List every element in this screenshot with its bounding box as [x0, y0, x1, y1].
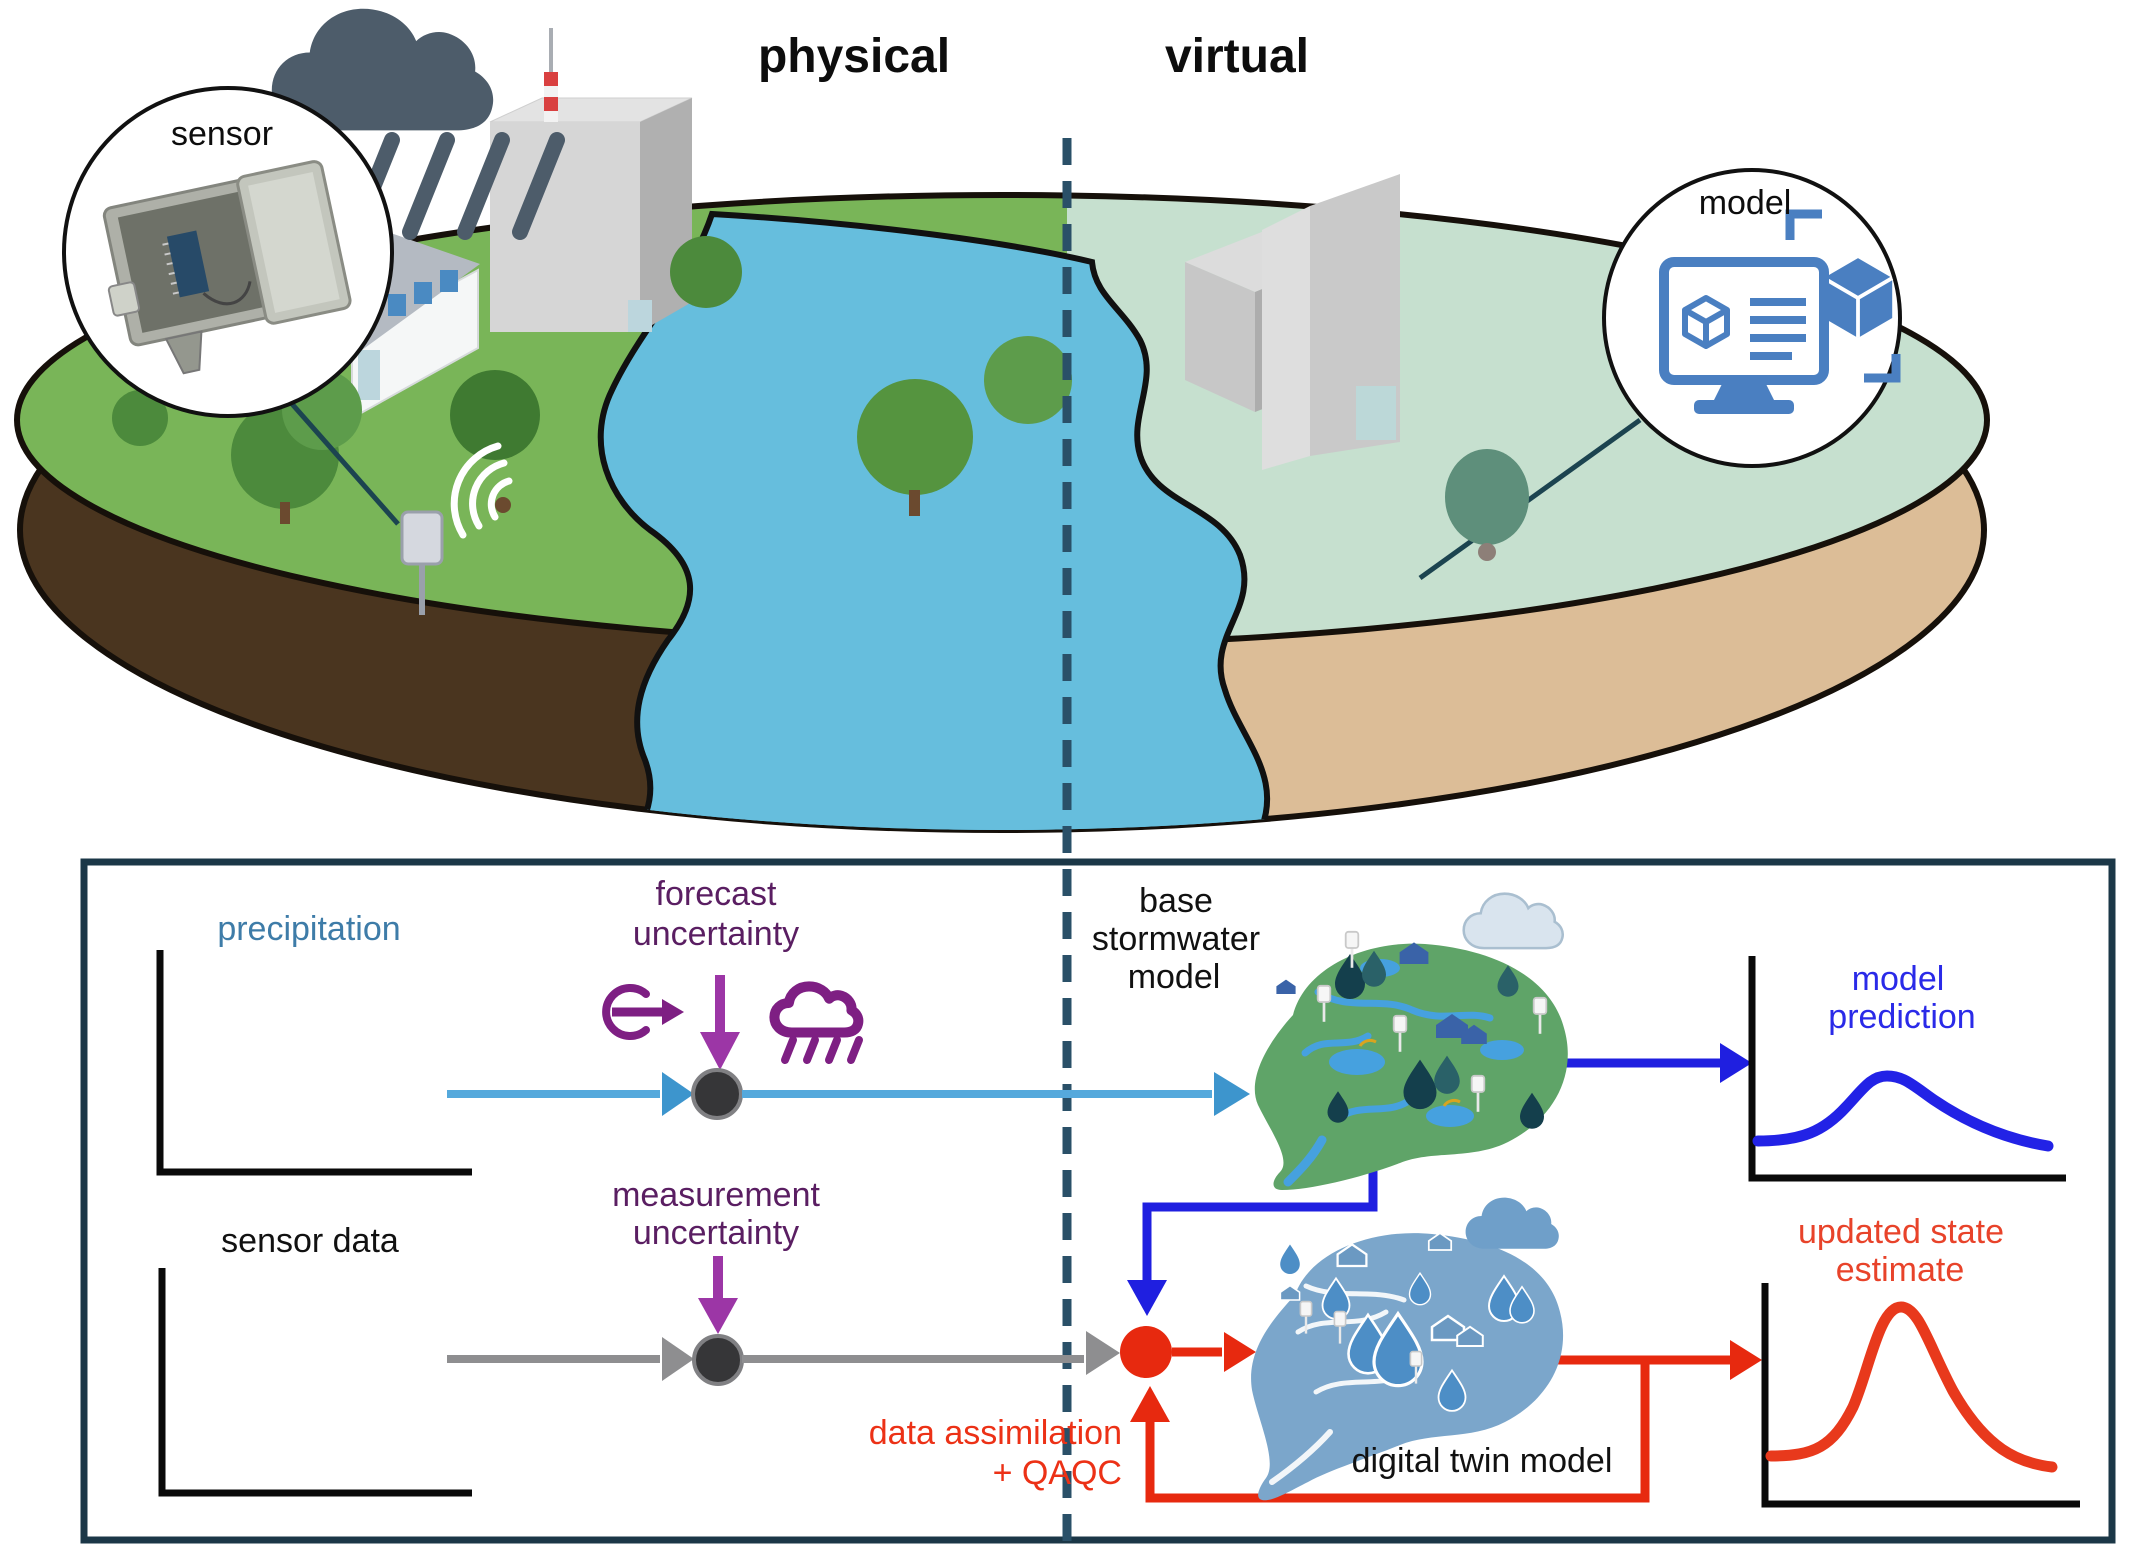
updated-state-curve: [1765, 1301, 2058, 1473]
sensor-flow: [447, 1331, 1120, 1386]
measurement-junction-node: [692, 1334, 744, 1386]
city-building: [489, 28, 693, 332]
trees-physical: [112, 236, 1072, 524]
forecast-uncertainty-label-2: uncertainty: [633, 915, 799, 953]
rain-cloud-icon: [774, 986, 859, 1064]
updated-state-label-2: estimate: [1836, 1251, 1965, 1289]
base-stormwater-model: base stormwater model: [1092, 882, 1752, 1316]
measurement-uncertainty-label-2: uncertainty: [633, 1214, 799, 1252]
data-assimilation-label-2: + QAQC: [993, 1454, 1122, 1492]
data-assimilation-label-1: data assimilation: [869, 1414, 1122, 1452]
model-prediction-curve: [1752, 1070, 2054, 1152]
digital-twin-label: digital twin model: [1352, 1442, 1613, 1480]
forecast-flow-arrowhead-2: [1214, 1072, 1250, 1116]
model-callout: model: [1602, 168, 1902, 468]
updated-state-plot: updated state estimate: [1761, 1213, 2080, 1508]
title-virtual: virtual: [1165, 30, 1309, 83]
model-output-arrowhead: [1720, 1043, 1752, 1083]
digital-twin-model: digital twin model: [1130, 1197, 1762, 1503]
feedback-loop-line: [1145, 1360, 1650, 1503]
forecast-flow-arrowhead-1: [662, 1072, 694, 1116]
model-3d-icon: [1659, 209, 1901, 414]
workflow-panel: [80, 858, 2116, 1544]
forecast-uncertainty-label-1: forecast: [656, 875, 777, 913]
base-model-label-3: model: [1128, 958, 1221, 996]
blue-watershed-illustration: [1251, 1197, 1564, 1501]
updated-state-label-1: updated state: [1798, 1213, 2004, 1251]
forecast-uncertainty: forecast uncertainty: [602, 875, 859, 1070]
field-sensor-station: [238, 343, 513, 615]
uncertainty-down-arrow: [700, 975, 740, 1070]
model-prediction-plot: model prediction: [1748, 956, 2066, 1182]
assimilation-to-twin-arrowhead: [1224, 1332, 1256, 1372]
data-assimilation: data assimilation + QAQC: [869, 1326, 1256, 1492]
model-to-assimilation-arrowhead: [1127, 1280, 1167, 1316]
model-prediction-label-2: prediction: [1828, 998, 1975, 1036]
feedback-arrowhead: [1130, 1386, 1170, 1422]
sensor-data-label: sensor data: [221, 1222, 399, 1260]
sensor-photo: [102, 160, 352, 375]
forecast-junction-node: [691, 1068, 743, 1120]
title-physical: physical: [758, 30, 950, 83]
antenna-tower: [544, 28, 558, 122]
twin-output-arrowhead: [1730, 1340, 1762, 1380]
assimilation-node: [1120, 1326, 1172, 1378]
measurement-uncertainty: measurement uncertainty: [612, 1176, 820, 1334]
precipitation-axes: [156, 950, 472, 1176]
uncertainty-down-arrow-2: [698, 1256, 738, 1334]
weather-change-icon: [602, 984, 684, 1040]
sensor-flow-arrowhead-1: [662, 1337, 694, 1381]
base-model-label-2: stormwater: [1092, 920, 1260, 958]
model-callout-label: model: [1699, 184, 1792, 222]
sensor-data-chart: sensor data: [158, 1222, 472, 1497]
base-model-label-1: base: [1139, 882, 1213, 920]
sensor-data-axes: [158, 1268, 472, 1497]
sensor-flow-arrowhead-2: [1086, 1331, 1120, 1375]
wifi-arcs-icon: [450, 442, 513, 539]
precipitation-label: precipitation: [217, 910, 400, 948]
green-watershed-illustration: [1254, 892, 1568, 1190]
forecast-flow: [447, 1068, 1250, 1120]
updated-state-axes: [1761, 1283, 2080, 1508]
model-prediction-label-1: model: [1852, 960, 1945, 998]
measurement-uncertainty-label-1: measurement: [612, 1176, 820, 1214]
sensor-callout: sensor: [62, 86, 394, 418]
model-prediction-axes: [1748, 956, 2066, 1182]
sensor-callout-label: sensor: [171, 115, 273, 153]
virtual-buildings: [1185, 174, 1400, 470]
virtual-tree: [1418, 417, 1642, 581]
precipitation-chart: precipitation: [156, 910, 472, 1176]
